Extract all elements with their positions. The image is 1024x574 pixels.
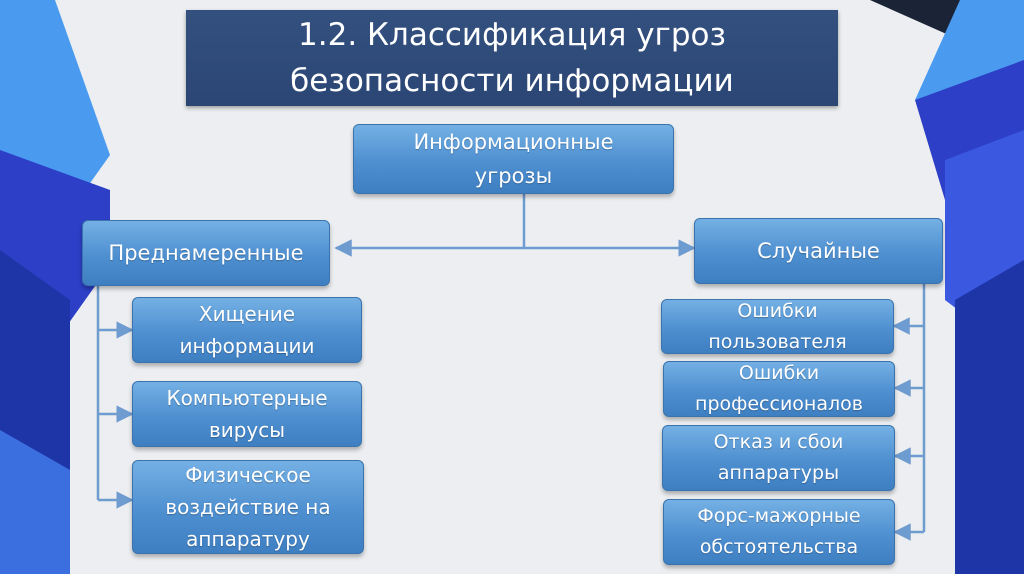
decor-left-bottom-light bbox=[0, 430, 70, 574]
decor-right-bottom-band bbox=[955, 260, 1024, 574]
left-item-1-line-1: Хищение bbox=[198, 302, 296, 326]
left-item-3-line-1: Физическое bbox=[185, 463, 311, 487]
right-category-node: Случайные bbox=[694, 218, 943, 284]
left-item-3-line-2: воздействие на bbox=[165, 495, 331, 519]
page-title: 1.2. Классификация угроз безопасности ин… bbox=[186, 10, 838, 106]
left-item-3-line-3: аппаратуру bbox=[186, 527, 310, 551]
left-item-3: Физическое воздействие на аппаратуру bbox=[132, 460, 364, 554]
left-item-1-line-2: информации bbox=[179, 334, 315, 358]
root-node: Информационные угрозы bbox=[353, 124, 674, 194]
left-item-2-line-1: Компьютерные bbox=[166, 386, 328, 410]
right-item-2: Ошибки профессионалов bbox=[663, 361, 895, 417]
left-item-2-line-2: вирусы bbox=[208, 418, 286, 442]
root-line-1: Информационные bbox=[413, 130, 614, 154]
right-item-3-line-1: Отказ и сбои bbox=[713, 431, 844, 453]
right-item-2-line-2: профессионалов bbox=[695, 393, 863, 415]
title-line-1: 1.2. Классификация угроз bbox=[298, 17, 726, 53]
right-item-2-line-1: Ошибки bbox=[738, 362, 820, 384]
right-item-4-line-2: обстоятельства bbox=[699, 536, 859, 558]
right-item-1: Ошибки пользователя bbox=[661, 299, 894, 354]
right-item-4-line-1: Форс-мажорные bbox=[697, 505, 861, 527]
right-item-4: Форс-мажорные обстоятельства bbox=[663, 499, 895, 565]
right-item-1-line-2: пользователя bbox=[708, 330, 847, 353]
root-line-2: угрозы bbox=[474, 164, 553, 188]
left-item-1: Хищение информации bbox=[132, 297, 362, 363]
left-category-label: Преднамеренные bbox=[108, 241, 304, 265]
right-category-label: Случайные bbox=[757, 239, 880, 263]
title-line-2: безопасности информации bbox=[290, 63, 734, 99]
left-category-node: Преднамеренные bbox=[82, 220, 330, 286]
right-item-3-line-2: аппаратуры bbox=[717, 462, 840, 484]
right-item-3: Отказ и сбои аппаратуры bbox=[662, 425, 895, 491]
left-item-2: Компьютерные вирусы bbox=[132, 381, 362, 447]
right-item-1-line-1: Ошибки bbox=[737, 299, 818, 322]
